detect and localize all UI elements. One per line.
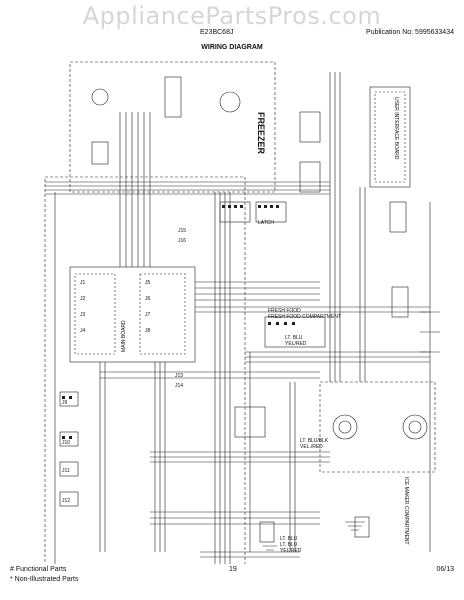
connector-j10: J10: [62, 440, 70, 446]
wire-label-lt-blu: LT. BLU: [285, 335, 303, 341]
connector-j13: J13: [175, 373, 183, 379]
wiring-diagram: FREEZER USER INTERFACE BOARD MAIN BOARD …: [44, 61, 440, 564]
connector-j9: J9: [62, 400, 68, 406]
latch-label: LATCH: [258, 220, 274, 226]
connector-j14: J14: [175, 383, 183, 389]
connector-j15: J15: [178, 228, 186, 234]
fresh-food-label: FRESH FOOD: [268, 308, 301, 314]
connector-j5: J5: [145, 280, 151, 286]
connector-j16: J16: [178, 238, 186, 244]
connector-j1: J1: [80, 280, 86, 286]
wire-label-vel-red: VEL./RED: [300, 444, 323, 450]
publication-number: Publication No: 5995633434: [366, 29, 454, 36]
ice-maker-label: ICE MAKER COMPARTMENT: [403, 477, 409, 545]
connector-j6: J6: [145, 296, 151, 302]
connector-j7: J7: [145, 312, 151, 318]
fresh-food-compartment-label: FRESH FOOD COMPARTMENT: [268, 314, 341, 320]
connector-j3: J3: [80, 312, 86, 318]
revision-date: 06/13: [436, 566, 454, 573]
page-number: 19: [229, 566, 237, 573]
page-title: WIRING DIAGRAM: [201, 44, 263, 51]
wire-label-lt-blu-blk: LT. BLU/BLK: [300, 438, 329, 444]
watermark-text: AppliancePartsPros.com: [82, 2, 382, 30]
wire-label-lt-blu-a: LT. BLU: [280, 536, 298, 542]
connector-j11: J11: [62, 468, 70, 474]
model-number: E23BC68J: [200, 29, 234, 36]
connector-j2: J2: [80, 296, 86, 302]
connector-j4: J4: [80, 328, 86, 334]
wire-label-yel-red-bottom: YEL/RED: [280, 548, 302, 554]
connector-j12: J12: [62, 498, 70, 504]
wire-label-yel-red: YEL/RED: [285, 341, 307, 347]
non-illustrated-parts-note: * Non-Illustrated Parts: [10, 576, 79, 583]
connector-j8: J8: [145, 328, 151, 334]
functional-parts-note: # Functional Parts: [10, 566, 67, 573]
user-interface-board-label: USER INTERFACE BOARD: [393, 97, 399, 160]
wire-label-lt-blu-b: LT. BLU: [280, 542, 298, 548]
freezer-label: FREEZER: [256, 112, 266, 155]
main-board-label: MAIN BOARD: [121, 320, 127, 352]
